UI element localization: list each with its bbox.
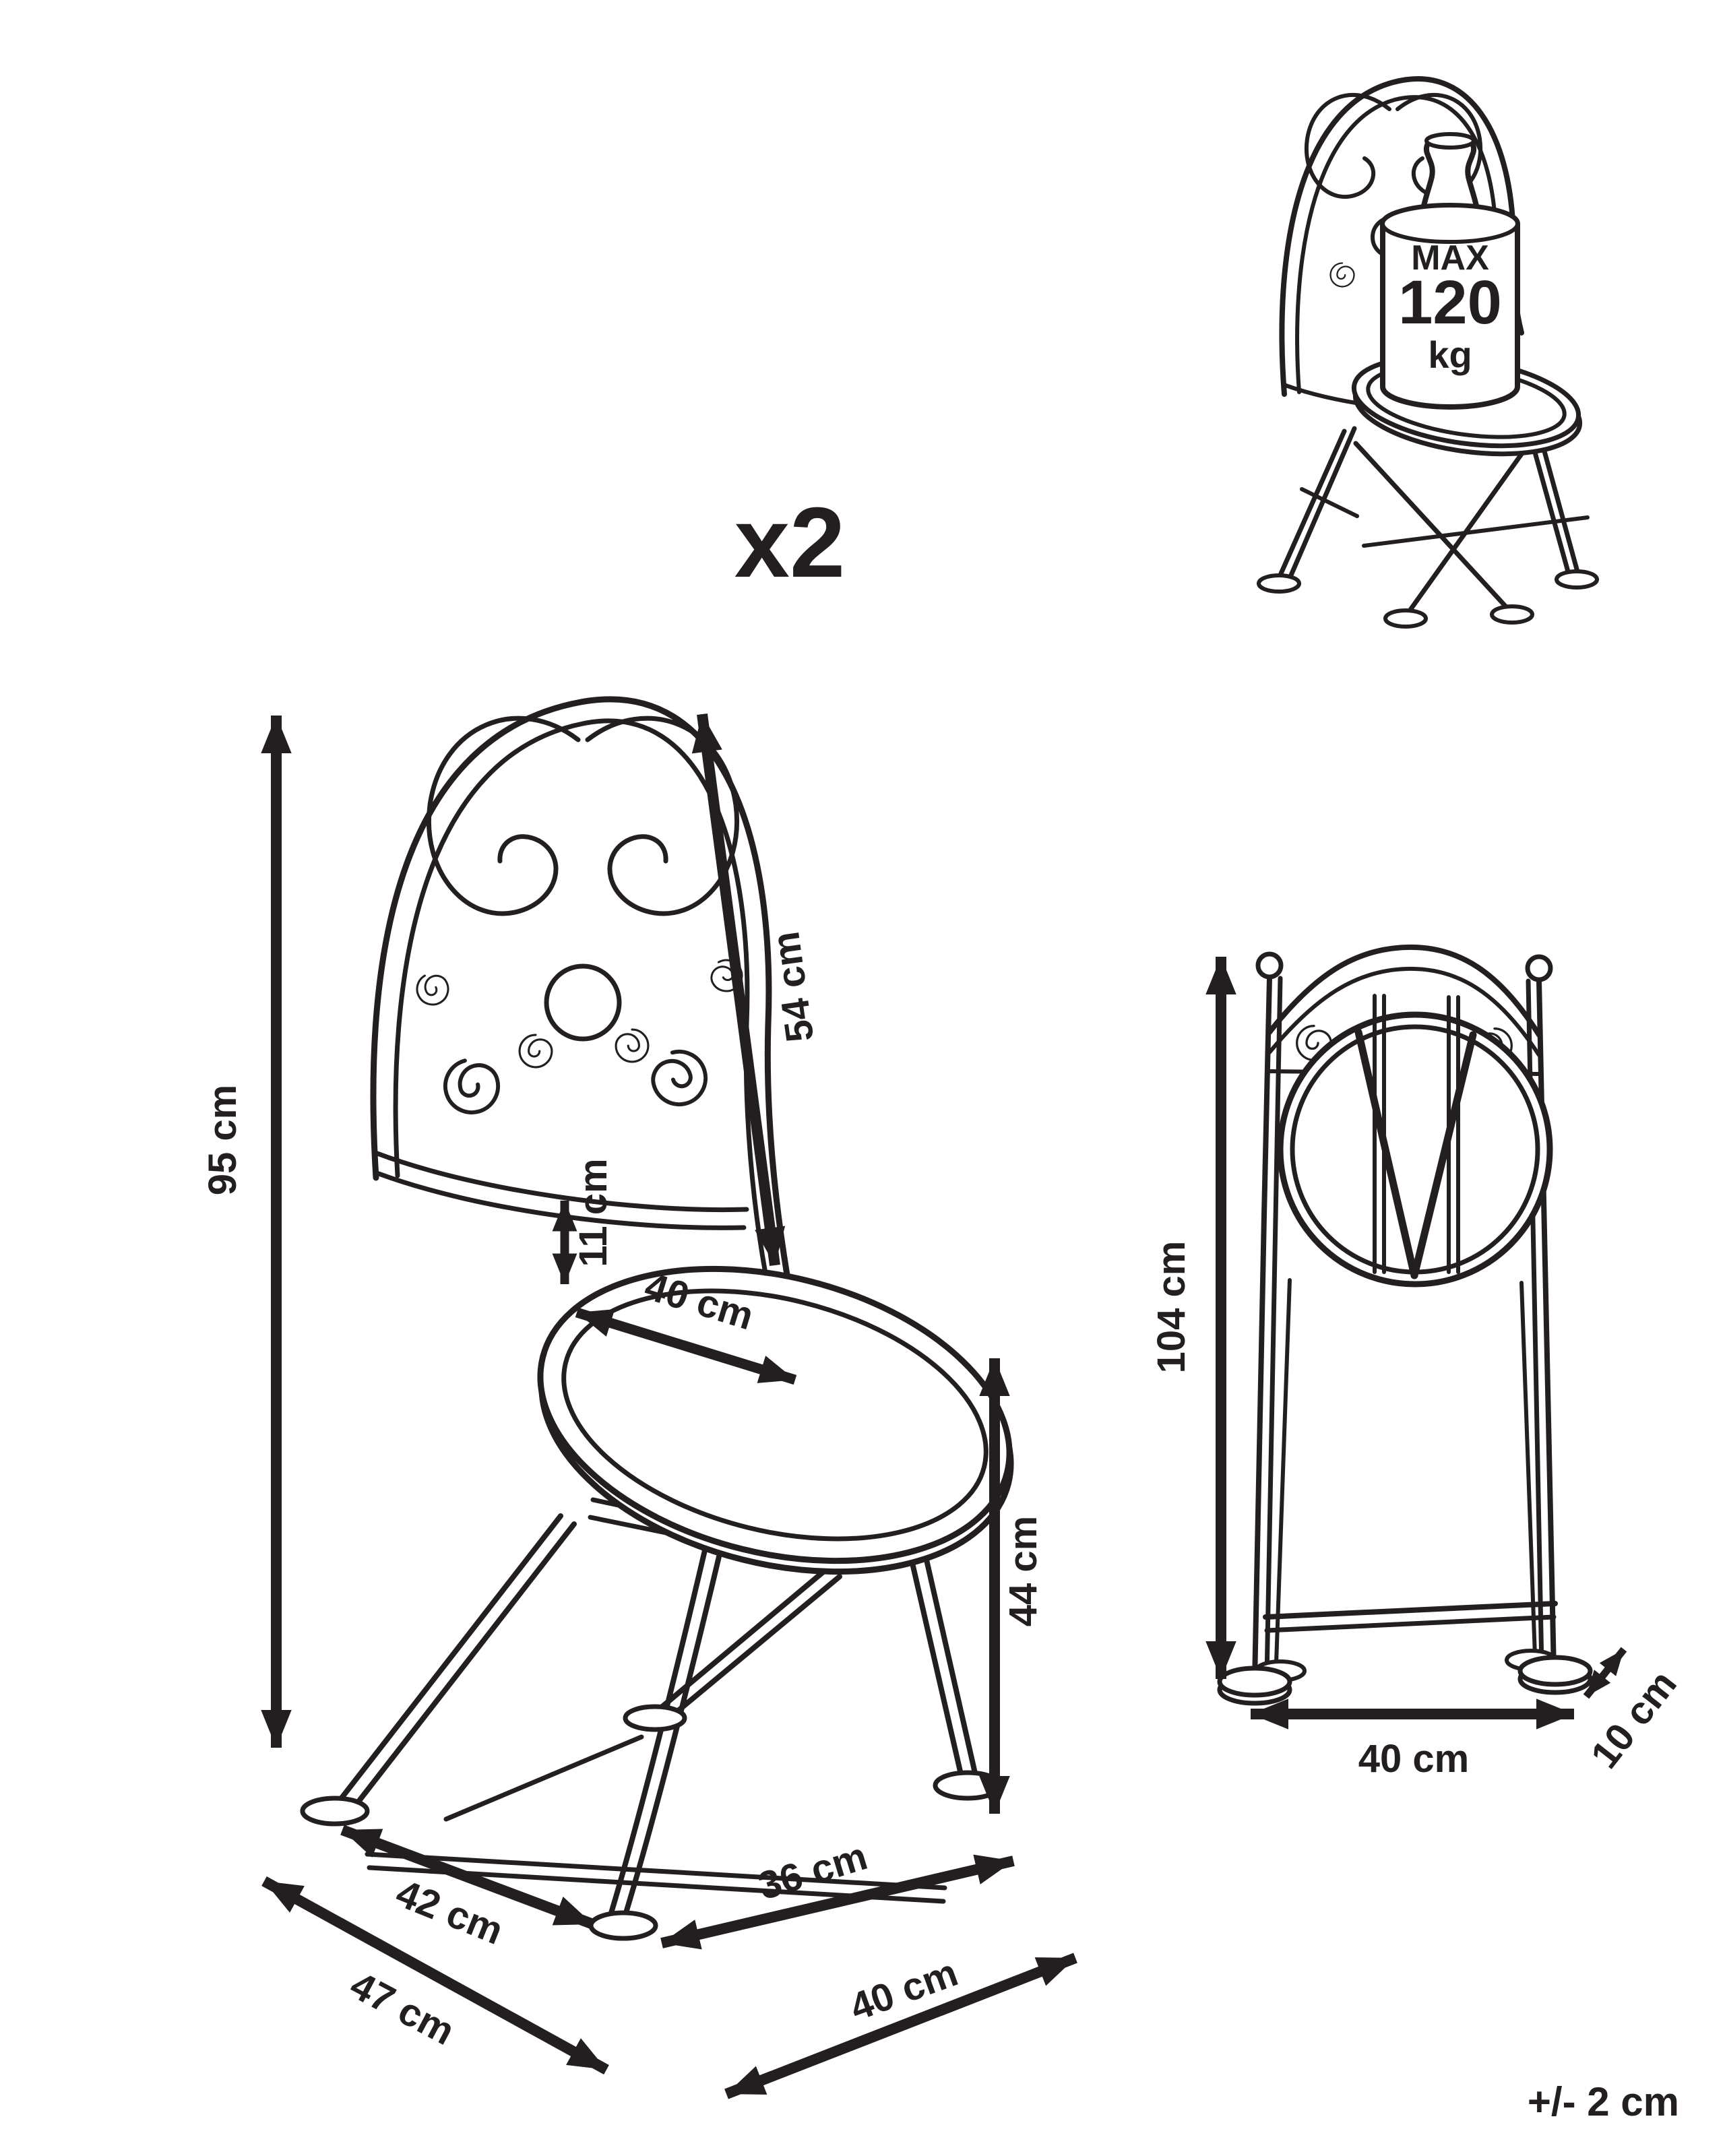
dim-arrow-width-outer xyxy=(724,1953,1077,2099)
main-chair-seat xyxy=(537,1265,1014,1575)
max-load-line2: 120 xyxy=(1398,268,1502,337)
dim-total-height: 95 cm xyxy=(201,716,292,1748)
dim-arrow-depth-outer xyxy=(261,1876,609,2075)
dim-label-backrest-height: 54 cm xyxy=(763,929,822,1045)
dim-depth-inner: 42 cm xyxy=(340,1825,595,1953)
dim-arrow-backrest-height xyxy=(691,713,786,1267)
folded-chair-frame xyxy=(1252,944,1558,1684)
dim-seat-height: 44 cm xyxy=(979,1358,1045,1814)
dim-label-width-outer: 40 cm xyxy=(844,1951,964,2029)
dim-seat-clearance: 11 cm xyxy=(552,1158,615,1284)
folded-seat-disc xyxy=(1277,994,1553,1288)
quantity-label: x2 xyxy=(734,487,846,598)
dim-label-seat-clearance: 11 cm xyxy=(571,1158,615,1267)
dim-label-seat-height: 44 cm xyxy=(1001,1516,1045,1626)
folded-chair-feet xyxy=(1217,1649,1593,1706)
dim-label-folded-height: 104 cm xyxy=(1150,1241,1193,1374)
dim-label-folded-width: 40 cm xyxy=(1358,1737,1469,1781)
weight-cylinder: MAX 120 kg xyxy=(1380,132,1520,410)
load-capacity-figure: MAX 120 kg xyxy=(1257,76,1599,629)
main-chair-figure: 95 cm 54 cm 11 cm 40 cm 44 cm 42 cm 47 c… xyxy=(201,696,1077,2099)
dim-arrow-width-inner xyxy=(660,1854,1015,1950)
dim-arrow-seat-diameter xyxy=(575,1307,797,1385)
dim-folded-depth: 10 cm xyxy=(1582,1647,1685,1777)
dim-folded-height: 104 cm xyxy=(1150,957,1236,1679)
dim-label-total-height: 95 cm xyxy=(201,1085,245,1195)
folded-chair-figure: 104 cm 40 cm 10 cm xyxy=(1150,944,1685,1781)
dim-width-outer: 40 cm xyxy=(724,1951,1077,2099)
max-load-line1: MAX xyxy=(1411,239,1489,278)
dim-folded-width: 40 cm xyxy=(1251,1699,1574,1781)
tolerance-label: +/- 2 cm xyxy=(1528,2079,1679,2124)
dim-arrow-folded-depth xyxy=(1583,1647,1627,1699)
small-chair-legs xyxy=(1257,426,1599,629)
max-load-line3: kg xyxy=(1428,334,1472,376)
